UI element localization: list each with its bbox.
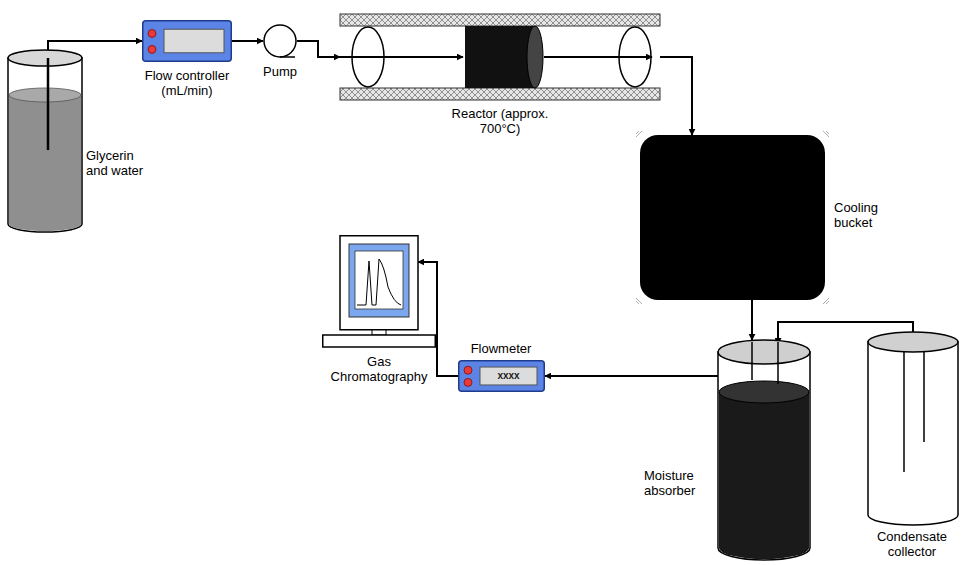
flow-line	[545, 375, 718, 377]
display-reading: xxxx	[480, 370, 537, 382]
indicator-dot	[464, 378, 472, 386]
collector-tube	[903, 352, 905, 472]
corner-tick	[636, 301, 639, 304]
absorber-lid	[718, 340, 810, 364]
indicator-dot	[148, 29, 156, 37]
corner-tick	[636, 298, 642, 304]
pump-shape	[263, 24, 297, 58]
inner-flow	[340, 56, 463, 58]
moisture-absorber-shape	[718, 340, 810, 560]
flowmeter-body	[459, 361, 545, 392]
reactor-shape	[340, 14, 660, 100]
corner-tick	[823, 298, 829, 304]
inlet-tube	[777, 342, 779, 384]
flowmeter: Flowmeterxxxx	[458, 360, 545, 392]
display-window	[480, 367, 537, 385]
pump-casing	[264, 25, 296, 57]
moisture-absorber: Moisture absorber	[718, 340, 810, 560]
cooling-bucket-shape	[640, 135, 825, 300]
monitor-frame	[340, 236, 418, 330]
inlet-tube	[751, 342, 753, 380]
condensate-collector: Condensate collector	[868, 332, 958, 525]
chart-area	[355, 251, 403, 309]
component-label: Condensate collector	[860, 529, 964, 559]
monitor-base	[323, 335, 436, 347]
supply-beaker: Glycerin and water	[8, 50, 82, 232]
pump: Pump	[263, 24, 297, 58]
gas-chromatograph-shape	[322, 235, 436, 348]
indicator-dot	[464, 366, 472, 374]
inner-flow	[544, 56, 652, 58]
component-label: Cooling bucket	[834, 200, 898, 230]
corner-tick	[826, 131, 829, 134]
collector-lid	[868, 332, 958, 352]
catalyst-bed	[465, 26, 535, 88]
indicator-dot	[148, 45, 156, 53]
component-label: Gas Chromatography	[329, 354, 429, 384]
flow-controller: Flow controller (mL/min)	[142, 20, 232, 62]
supply-beaker-shape	[8, 50, 82, 232]
condensate-collector-shape	[868, 332, 958, 525]
absorbent-surface	[719, 381, 809, 403]
liquid	[9, 95, 81, 231]
heater-band	[340, 14, 660, 26]
catalyst-face	[527, 26, 543, 88]
heater-band	[340, 88, 660, 100]
flow-controller-body	[143, 21, 232, 62]
collector-body	[868, 342, 958, 525]
monitor-screen	[349, 244, 409, 317]
absorber-body	[718, 352, 810, 560]
reactor: Reactor (approx. 700°C)	[340, 14, 660, 100]
component-label: Glycerin and water	[86, 148, 152, 178]
flow-line	[751, 300, 753, 340]
corner-tick	[636, 131, 639, 134]
display-window	[164, 29, 224, 53]
corner-tick	[826, 301, 829, 304]
flow-controller-shape	[142, 20, 232, 62]
component-label: Moisture absorber	[644, 468, 714, 498]
corner-tick	[636, 131, 642, 137]
cooling-bucket: Cooling bucket	[640, 135, 825, 300]
component-label: Flow controller (mL/min)	[137, 68, 237, 98]
flow-line	[297, 41, 340, 57]
liquid-surface	[9, 88, 81, 102]
beaker-rim	[8, 50, 82, 66]
flow-line	[232, 40, 263, 42]
pump-outlet	[280, 56, 295, 58]
component-label: Pump	[250, 64, 310, 79]
dip-tube	[47, 58, 50, 150]
cooling-bucket-body	[640, 135, 825, 300]
flow-line	[418, 262, 458, 376]
component-label: Flowmeter	[451, 341, 551, 356]
chromatogram	[357, 259, 401, 305]
component-label: Reactor (approx. 700°C)	[440, 106, 560, 136]
absorbent	[719, 392, 809, 559]
gas-chromatograph: Gas Chromatography	[322, 235, 436, 348]
collector-tube	[923, 352, 925, 442]
corner-tick	[823, 131, 829, 137]
beaker-body	[8, 58, 82, 232]
reactor-tube	[340, 26, 660, 88]
flow-line	[660, 57, 692, 135]
